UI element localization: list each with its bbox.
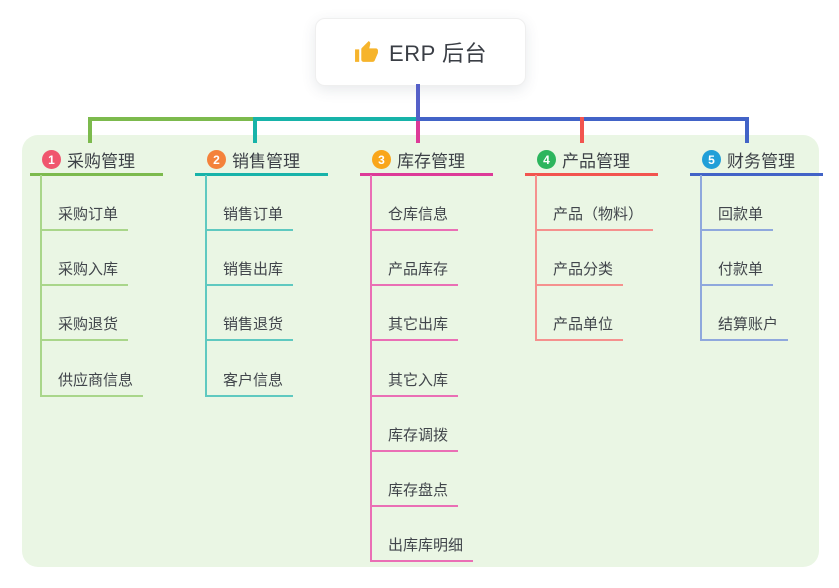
child-connector-line — [370, 175, 372, 562]
branch-number-badge: 2 — [207, 150, 226, 169]
child-node[interactable]: 产品单位 — [553, 316, 614, 333]
branch-node-2[interactable]: 2 销售管理 — [207, 149, 300, 171]
child-node[interactable]: 客户信息 — [223, 372, 284, 389]
child-underline — [40, 339, 128, 341]
child-underline — [205, 395, 293, 397]
child-underline — [370, 395, 458, 397]
thumbs-up-icon — [355, 40, 378, 62]
branch-label: 库存管理 — [397, 152, 465, 171]
connector-line — [416, 121, 420, 143]
child-underline — [700, 284, 773, 286]
branch-label: 产品管理 — [562, 152, 630, 171]
branch-node-3[interactable]: 3 库存管理 — [372, 149, 465, 171]
child-node[interactable]: 销售出库 — [223, 261, 284, 278]
branch-node-4[interactable]: 4 产品管理 — [537, 149, 630, 171]
branch-number-badge: 1 — [42, 150, 61, 169]
child-underline — [370, 505, 458, 507]
connector-line — [745, 117, 749, 143]
child-underline — [205, 284, 293, 286]
connector-line — [88, 117, 257, 121]
connector-line — [253, 117, 257, 143]
child-connector-line — [40, 175, 42, 397]
child-underline — [40, 229, 128, 231]
branch-number-badge: 5 — [702, 150, 721, 169]
child-node[interactable]: 销售退货 — [223, 316, 284, 333]
branch-label: 采购管理 — [67, 152, 135, 171]
child-underline — [370, 450, 458, 452]
child-underline — [370, 284, 458, 286]
child-node[interactable]: 回款单 — [718, 206, 764, 223]
child-underline — [370, 560, 473, 562]
child-node[interactable]: 采购退货 — [58, 316, 119, 333]
child-node[interactable]: 库存盘点 — [388, 482, 449, 499]
child-node[interactable]: 产品分类 — [553, 261, 614, 278]
child-node[interactable]: 销售订单 — [223, 206, 284, 223]
child-node[interactable]: 供应商信息 — [58, 372, 134, 389]
child-underline — [535, 284, 623, 286]
branch-node-5[interactable]: 5 财务管理 — [702, 149, 795, 171]
connector-line — [580, 117, 584, 143]
child-underline — [40, 284, 128, 286]
child-node[interactable]: 结算账户 — [718, 316, 779, 333]
branch-underline — [195, 173, 328, 176]
child-node[interactable]: 出库库明细 — [388, 537, 464, 554]
child-connector-line — [700, 175, 702, 341]
branch-node-1[interactable]: 1 采购管理 — [42, 149, 135, 171]
branch-underline — [690, 173, 823, 176]
child-underline — [700, 229, 773, 231]
root-node-title: ERP 后台 — [389, 41, 487, 66]
child-underline — [535, 339, 623, 341]
child-underline — [535, 229, 653, 231]
canvas-panel — [22, 135, 819, 567]
branch-underline — [30, 173, 163, 176]
child-underline — [370, 229, 458, 231]
child-node[interactable]: 产品（物料） — [553, 206, 644, 223]
child-node[interactable]: 采购入库 — [58, 261, 119, 278]
child-underline — [370, 339, 458, 341]
branch-underline — [525, 173, 658, 176]
child-node[interactable]: 产品库存 — [388, 261, 449, 278]
root-node[interactable]: ERP 后台 — [315, 18, 526, 86]
connector-line — [253, 117, 420, 121]
branch-number-badge: 3 — [372, 150, 391, 169]
child-underline — [205, 339, 293, 341]
child-node[interactable]: 其它出库 — [388, 316, 449, 333]
child-underline — [700, 339, 788, 341]
child-node[interactable]: 付款单 — [718, 261, 764, 278]
child-node[interactable]: 库存调拨 — [388, 427, 449, 444]
child-underline — [205, 229, 293, 231]
branch-number-badge: 4 — [537, 150, 556, 169]
child-node[interactable]: 其它入库 — [388, 372, 449, 389]
root-connector-line — [416, 84, 420, 121]
branch-underline — [360, 173, 493, 176]
child-node[interactable]: 采购订单 — [58, 206, 119, 223]
child-connector-line — [535, 175, 537, 341]
connector-line — [88, 117, 92, 143]
child-node[interactable]: 仓库信息 — [388, 206, 449, 223]
branch-label: 财务管理 — [727, 152, 795, 171]
child-underline — [40, 395, 143, 397]
branch-label: 销售管理 — [232, 152, 300, 171]
child-connector-line — [205, 175, 207, 397]
